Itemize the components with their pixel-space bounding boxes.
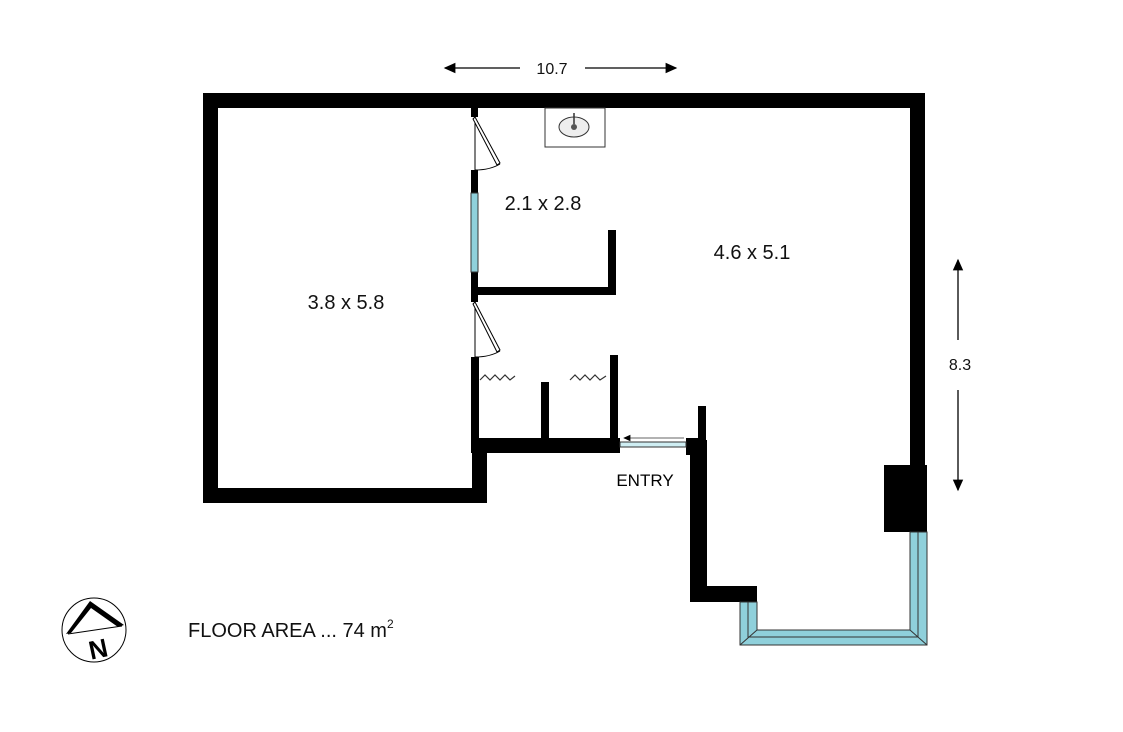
sink-icon: [544, 107, 606, 148]
doors[interactable]: [472, 116, 501, 358]
entry-label: ENTRY: [616, 471, 673, 490]
walls: [203, 93, 927, 602]
shower-curtain-icons: [479, 374, 607, 381]
north-compass-icon: N: [61, 597, 127, 666]
room-label-bathroom: 2.1 x 2.8: [505, 193, 582, 215]
height-dimension: 8.3: [949, 258, 971, 492]
room-label-main: 4.6 x 5.1: [714, 242, 791, 264]
windows: [470, 192, 928, 646]
width-label: 10.7: [536, 61, 567, 78]
height-label: 8.3: [949, 357, 971, 374]
room-label-left: 3.8 x 5.8: [308, 292, 385, 314]
floor-area-label: FLOOR AREA ... 74 m2: [188, 617, 394, 642]
width-dimension: 10.7: [443, 61, 678, 78]
